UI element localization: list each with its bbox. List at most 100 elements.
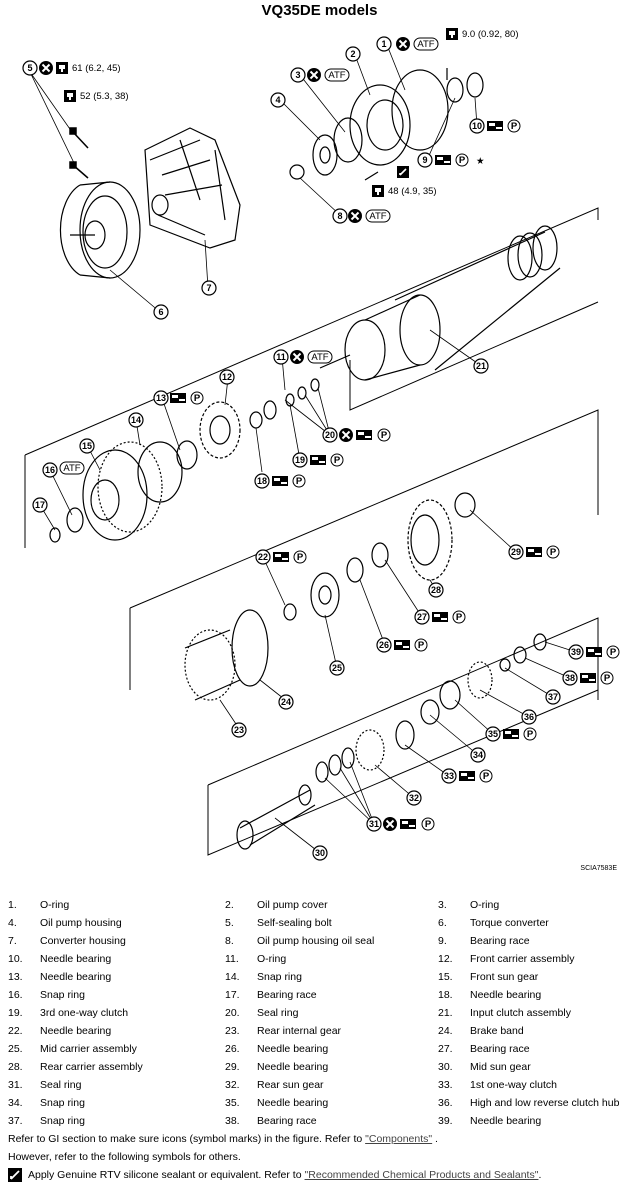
legend-label: Snap ring [40,1115,85,1127]
legend-label: Seal ring [40,1079,82,1091]
callout-33: 33 [444,771,454,781]
x-mark-icon [395,36,411,52]
p-mark: P [194,393,201,404]
callout-3: 3 [295,70,300,80]
torque-converter-drawing [59,181,141,279]
legend-item: 12.Front carrier assembly [438,953,636,965]
legend-item: 38. Bearing race [225,1115,438,1127]
callout-28: 28 [431,585,441,595]
callout-36: 36 [524,712,534,722]
p-mark: P [297,552,304,563]
legend-label: Needle bearing [40,953,112,965]
legend-number: 37. [8,1115,23,1127]
callout-14: 14 [131,415,141,425]
callout-18: 18 [257,476,267,486]
legend-label: O-ring [257,953,287,965]
components-link[interactable]: "Components" [365,1133,433,1145]
legend-item: 2. Oil pump cover [225,899,438,911]
callout-8: 8 [337,211,342,221]
grease-icon [526,547,542,557]
legend-number: 20. [225,1007,240,1019]
legend-item: 22.Needle bearing [8,1025,225,1037]
grease-icon [170,393,186,403]
legend-number: 6. [438,917,447,929]
callout-29: 29 [511,547,521,557]
callout-25: 25 [332,663,342,673]
x-mark-icon [338,427,354,443]
legend-item: 34. Snap ring [8,1097,225,1109]
legend-label: Oil pump housing [40,917,122,929]
legend-number: 24. [438,1025,453,1037]
legend-label: Bearing race [470,1043,530,1055]
callout-5: 5 [27,63,32,73]
callout-7: 7 [206,283,211,293]
legend-label: Needle bearing [257,1043,329,1055]
oil-pump-drawing [289,68,484,181]
legend-item: 37. Snap ring [8,1115,225,1127]
legend-item: 39.Needle bearing [438,1115,636,1127]
legend-number: 34. [8,1097,23,1109]
callout-30: 30 [315,848,325,858]
x-mark-icon [347,208,363,224]
callout-1: 1 [381,39,386,49]
legend-number: 2. [225,899,234,911]
star-mark: ★ [476,156,485,167]
legend-number: 32. [225,1079,240,1091]
legend-label: Brake band [470,1025,524,1037]
legend-label: Needle bearing [470,989,542,1001]
legend-item: 25.Mid carrier assembly [8,1043,225,1055]
legend-label: O-ring [40,899,70,911]
x-mark-icon [382,816,398,832]
legend-number: 18. [438,989,453,1001]
callout-9: 9 [422,155,427,165]
exploded-view-diagram: 5 1 2 3 4 6 7 8 9 10 11 12 13 14 15 16 1… [22,28,620,861]
legend-label: Rear carrier assembly [40,1061,143,1073]
legend-label: Mid carrier assembly [40,1043,137,1055]
callout-37: 37 [548,692,558,702]
grease-icon [432,612,448,622]
legend-label: Front carrier assembly [470,953,575,965]
callout-34: 34 [473,750,483,760]
legend-item: 19.3rd one-way clutch [8,1007,225,1019]
diagram-title: VQ35DE models [261,2,378,19]
grease-icon [580,673,596,683]
x-mark-icon [306,67,322,83]
legend-label: Self-sealing bolt [257,917,332,929]
legend-number: 17. [225,989,240,1001]
legend-label: Mid sun gear [470,1061,531,1073]
legend-label: Needle bearing [40,971,112,983]
legend-label: Snap ring [257,971,302,983]
callout-10: 10 [472,121,482,131]
legend-number: 29. [225,1061,240,1073]
legend-label: Seal ring [257,1007,299,1019]
legend-item: 1.O-ring [8,899,225,911]
grease-icon [503,729,519,739]
legend-item: 36.High and low reverse clutch hub [438,1097,636,1109]
legend-item: 30. Mid sun gear [438,1061,636,1073]
legend-label: Bearing race [470,935,530,947]
grease-icon [586,647,602,657]
legend-item: 29. Needle bearing [225,1061,438,1073]
legend-label: Bearing race [257,989,317,1001]
p-mark: P [334,455,341,466]
note-line-2: However, refer to the following symbols … [8,1151,241,1163]
legend-label: Snap ring [40,1097,85,1109]
legend-label: Needle bearing [257,1061,329,1073]
legend-label: Oil pump cover [257,899,328,911]
legend-number: 30. [438,1061,453,1073]
legend-item: 8.Oil pump housing oil seal [225,935,438,947]
legend-number: 9. [438,935,447,947]
legend-number: 16. [8,989,23,1001]
legend-number: 38. [225,1115,240,1127]
legend-item: 31.Seal ring [8,1079,225,1091]
legend-label: Bearing race [257,1115,317,1127]
chemical-products-link[interactable]: "Recommended Chemical Products and Seala… [304,1169,539,1181]
legend-item: 24. Brake band [438,1025,636,1037]
legend-number: 8. [225,935,234,947]
